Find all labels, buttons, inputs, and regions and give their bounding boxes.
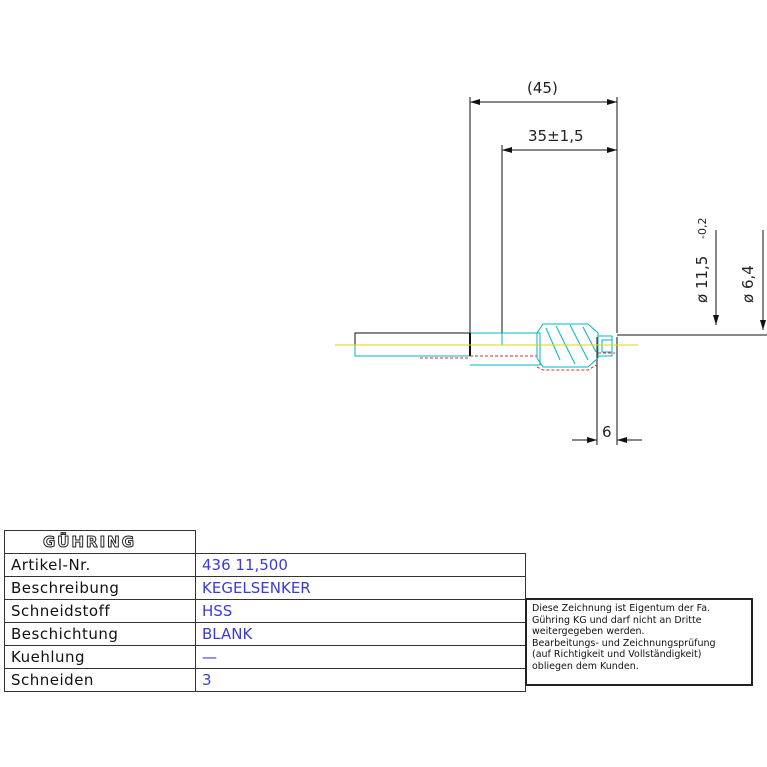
dimension-diameter-major-text: ø 11,5 bbox=[693, 256, 711, 303]
notice-line: obliegen dem Kunden. bbox=[532, 660, 639, 672]
dimension-diameter-leaders bbox=[617, 230, 767, 336]
row-label: Kuehlung bbox=[4, 645, 196, 669]
notice-line: weitergegeben werden. bbox=[532, 626, 645, 637]
notice-line: (auf Richtigkeit und Vollständigkeit) bbox=[532, 649, 702, 660]
table-row: Beschreibung KEGELSENKER bbox=[4, 576, 526, 600]
row-label: Beschreibung bbox=[4, 576, 196, 600]
table-row: Schneidstoff HSS bbox=[4, 599, 526, 623]
table-row: Artikel-Nr. 436 11,500 bbox=[4, 553, 526, 577]
table-row: Kuehlung — bbox=[4, 645, 526, 669]
notice-line: Bearbeitungs- und Zeichnungsprüfung bbox=[532, 637, 716, 649]
row-value: BLANK bbox=[195, 622, 526, 646]
table-row: Schneiden 3 bbox=[4, 668, 526, 692]
dimension-diameter-major-tolerance: -0,2 bbox=[696, 218, 709, 239]
ownership-notice: Diese Zeichnung ist Eigentum der Fa. Güh… bbox=[525, 598, 753, 686]
row-value: 436 11,500 bbox=[195, 553, 526, 577]
dimension-flute-length-text: 35±1,5 bbox=[528, 127, 584, 145]
row-value: KEGELSENKER bbox=[195, 576, 526, 600]
row-label: Schneiden bbox=[4, 668, 196, 692]
guehring-logo: GÜHRING bbox=[42, 533, 137, 552]
row-value: — bbox=[195, 645, 526, 669]
row-value: HSS bbox=[195, 599, 526, 623]
dimension-tip-length bbox=[572, 337, 642, 445]
dimension-diameter-minor-text: ø 6,4 bbox=[739, 265, 757, 303]
dimension-overall-length bbox=[469, 97, 618, 333]
row-label: Schneidstoff bbox=[4, 599, 196, 623]
row-value: 3 bbox=[195, 668, 526, 692]
notice-line: Gühring KG und darf nicht an Dritte bbox=[532, 614, 702, 626]
dimension-flute-length bbox=[501, 145, 617, 333]
table-row: Beschichtung BLANK bbox=[4, 622, 526, 646]
hidden-lines bbox=[420, 352, 615, 371]
dimension-tip-length-text: 6 bbox=[602, 423, 612, 441]
notice-line: Diese Zeichnung ist Eigentum der Fa. bbox=[532, 603, 711, 614]
row-label: Artikel-Nr. bbox=[4, 553, 196, 577]
dimension-overall-length-text: (45) bbox=[527, 79, 558, 97]
title-block: GÜHRING Artikel-Nr. 436 11,500 Beschreib… bbox=[4, 530, 526, 692]
row-label: Beschichtung bbox=[4, 622, 196, 646]
logo-cell: GÜHRING bbox=[4, 530, 196, 554]
